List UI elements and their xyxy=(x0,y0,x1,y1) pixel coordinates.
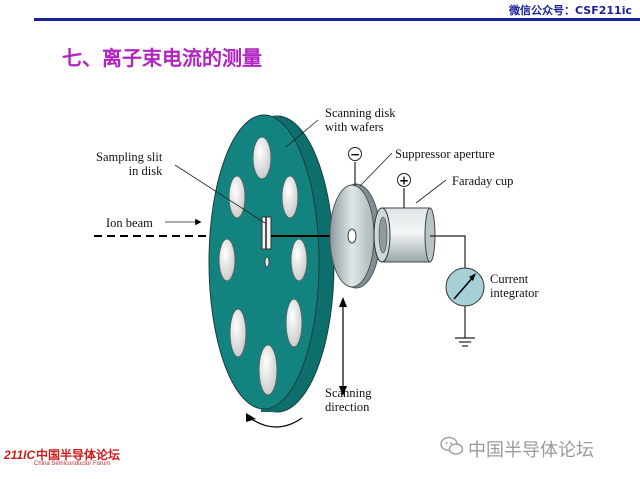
logo-number: 211IC xyxy=(4,448,36,462)
header-rule xyxy=(34,18,640,21)
faraday-cup-label: Faraday cup xyxy=(452,174,514,188)
suppressor-hole xyxy=(347,228,357,244)
wafer xyxy=(252,136,272,180)
scanning-direction-label: Scanning direction xyxy=(325,386,372,414)
wafers xyxy=(218,136,308,396)
wechat-account-label: 微信公众号：CSF211ic xyxy=(509,4,632,17)
wechat-icon xyxy=(440,436,464,455)
logo-en-text: China Semiconductor Forum xyxy=(34,461,111,467)
suppressor-aperture-label: Suppressor aperture xyxy=(395,147,495,161)
slit-hole xyxy=(264,256,270,268)
ground-icon xyxy=(455,337,475,347)
wafer xyxy=(229,308,247,358)
faraday-terminal xyxy=(397,173,411,187)
sampling-slit-label: Sampling slit in disk xyxy=(96,150,163,178)
ion-beam-label: Ion beam xyxy=(106,216,153,230)
wafer xyxy=(228,175,246,219)
scanning-disk-label: Scanning disk with wafers xyxy=(325,106,396,134)
faraday-cup xyxy=(381,207,431,263)
page-title: 七、离子束电流的测量 xyxy=(62,46,262,70)
suppressor-terminal xyxy=(348,147,362,161)
minus-symbol: − xyxy=(350,148,360,162)
wafer xyxy=(281,175,299,219)
wafer xyxy=(258,344,278,396)
integrator-wire xyxy=(430,235,466,268)
wafer xyxy=(218,238,236,282)
logo-cn-text: 中国半导体论坛 xyxy=(36,448,121,462)
wafer xyxy=(290,238,308,282)
plus-symbol: + xyxy=(399,174,409,188)
wafer xyxy=(285,298,303,348)
current-integrator-label: Current integrator xyxy=(490,272,539,300)
watermark-text: 中国半导体论坛 xyxy=(468,440,594,461)
rotation-arrow xyxy=(249,417,303,428)
